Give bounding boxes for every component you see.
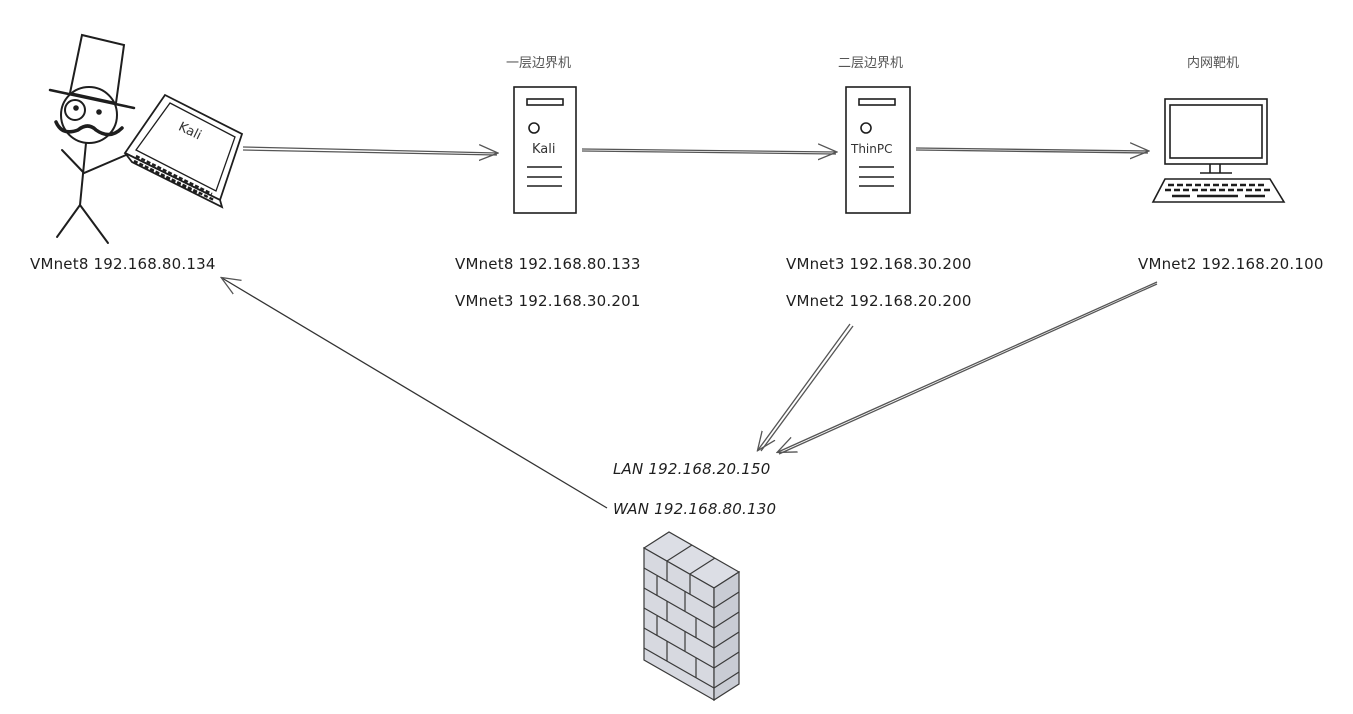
arrow-border1-to-border2 xyxy=(581,149,836,154)
border2-ip-vmnet3: VMnet3 192.168.30.200 xyxy=(786,255,972,273)
arrow-firewall-wan-to-attacker xyxy=(222,278,608,509)
arrow-target-to-firewall-lan xyxy=(778,281,1158,455)
border2-device-label: ThinPC xyxy=(851,142,893,156)
target-title: 内网靶机 xyxy=(1187,56,1240,71)
hacker-figure-icon xyxy=(48,33,136,244)
firewall-wan-ip: WAN 192.168.80.130 xyxy=(613,500,777,518)
border2-ip-vmnet2: VMnet2 192.168.20.200 xyxy=(786,292,972,310)
border1-title: 一层边界机 xyxy=(506,56,572,71)
arrow-border2-to-target xyxy=(915,148,1148,153)
firewall-icon xyxy=(642,531,741,702)
border1-device-label: Kali xyxy=(532,142,556,157)
target-ip-vmnet2: VMnet2 192.168.20.100 xyxy=(1138,255,1324,273)
border2-title: 二层边界机 xyxy=(838,56,904,71)
border1-ip-vmnet8: VMnet8 192.168.80.133 xyxy=(455,255,641,273)
arrow-attacker-to-border1 xyxy=(242,147,497,155)
server-border2-icon xyxy=(845,86,911,214)
desktop-target-icon xyxy=(1151,98,1286,203)
arrow-border2-to-firewall-lan xyxy=(758,323,854,451)
server-border1-icon xyxy=(513,86,577,214)
laptop-icon xyxy=(123,93,244,209)
border1-ip-vmnet3: VMnet3 192.168.30.201 xyxy=(455,292,641,310)
firewall-lan-ip: LAN 192.168.20.150 xyxy=(613,460,771,478)
attacker-ip-label: VMnet8 192.168.80.134 xyxy=(30,255,216,273)
